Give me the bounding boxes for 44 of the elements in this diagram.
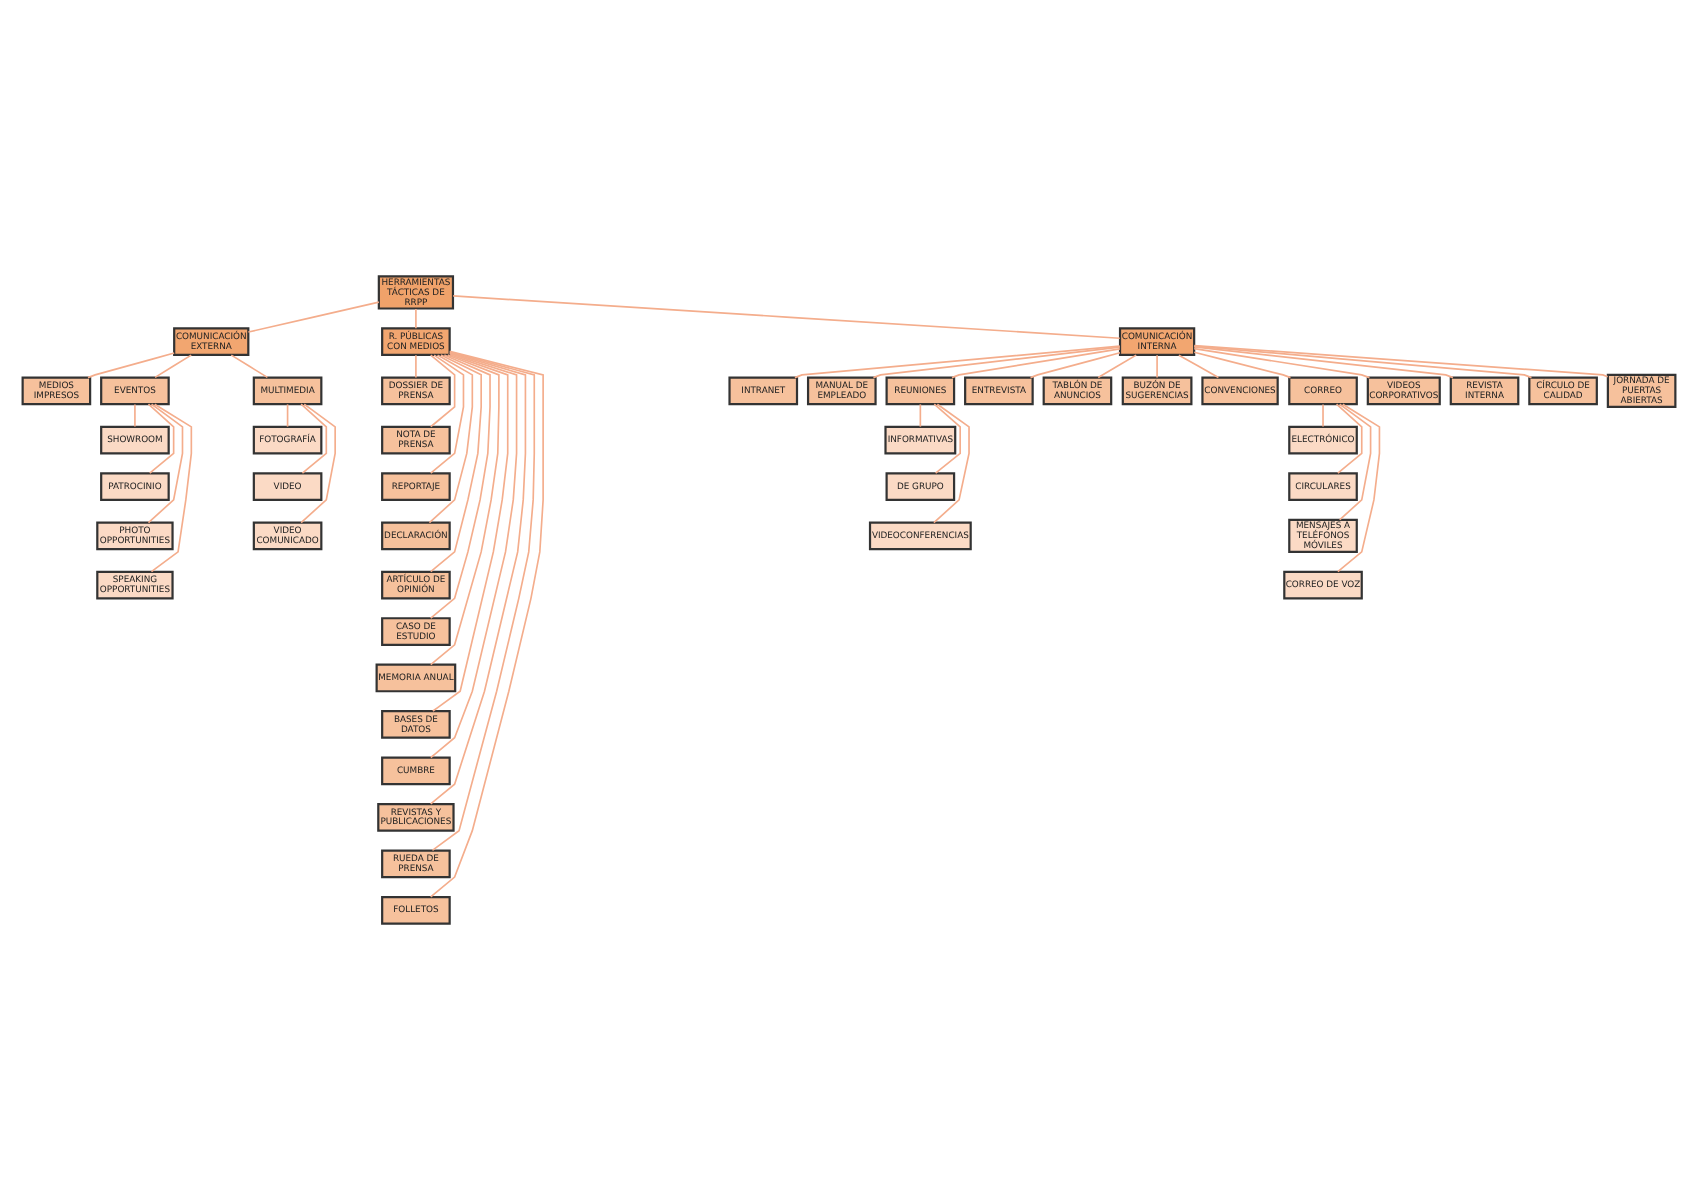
connector — [1155, 353, 1157, 378]
connector — [299, 402, 335, 523]
connector — [1096, 353, 1136, 378]
connector — [431, 352, 508, 711]
connector — [299, 402, 327, 473]
connector — [918, 402, 921, 427]
connector — [1321, 402, 1323, 427]
connector — [1177, 353, 1219, 378]
connector — [1192, 346, 1370, 378]
connector — [428, 353, 499, 665]
connector — [1028, 350, 1120, 378]
connector — [1192, 345, 1453, 378]
connector — [950, 347, 1120, 378]
connector — [1192, 350, 1291, 378]
connector — [153, 353, 192, 378]
connector — [793, 344, 1120, 378]
connector — [229, 353, 268, 378]
connector — [146, 402, 183, 523]
connector — [428, 350, 526, 804]
connector — [414, 353, 416, 378]
connector — [1192, 343, 1608, 377]
connector — [427, 353, 473, 523]
connector — [1336, 402, 1380, 572]
connector — [246, 300, 379, 332]
connector — [932, 402, 969, 523]
connector — [428, 353, 464, 473]
connector — [871, 345, 1120, 378]
connector — [428, 353, 455, 427]
connector — [428, 353, 481, 572]
connector — [932, 402, 960, 473]
connector — [451, 294, 1120, 339]
connector — [86, 351, 174, 378]
connector — [146, 402, 174, 473]
connector — [430, 350, 535, 851]
connector — [414, 307, 416, 328]
connector — [428, 351, 517, 758]
connector — [149, 402, 192, 572]
connector — [133, 402, 135, 427]
connector — [428, 349, 543, 897]
connector — [428, 353, 490, 618]
connector — [285, 402, 288, 427]
connector — [1192, 344, 1532, 378]
connector — [1337, 402, 1371, 520]
connector — [1334, 402, 1362, 473]
